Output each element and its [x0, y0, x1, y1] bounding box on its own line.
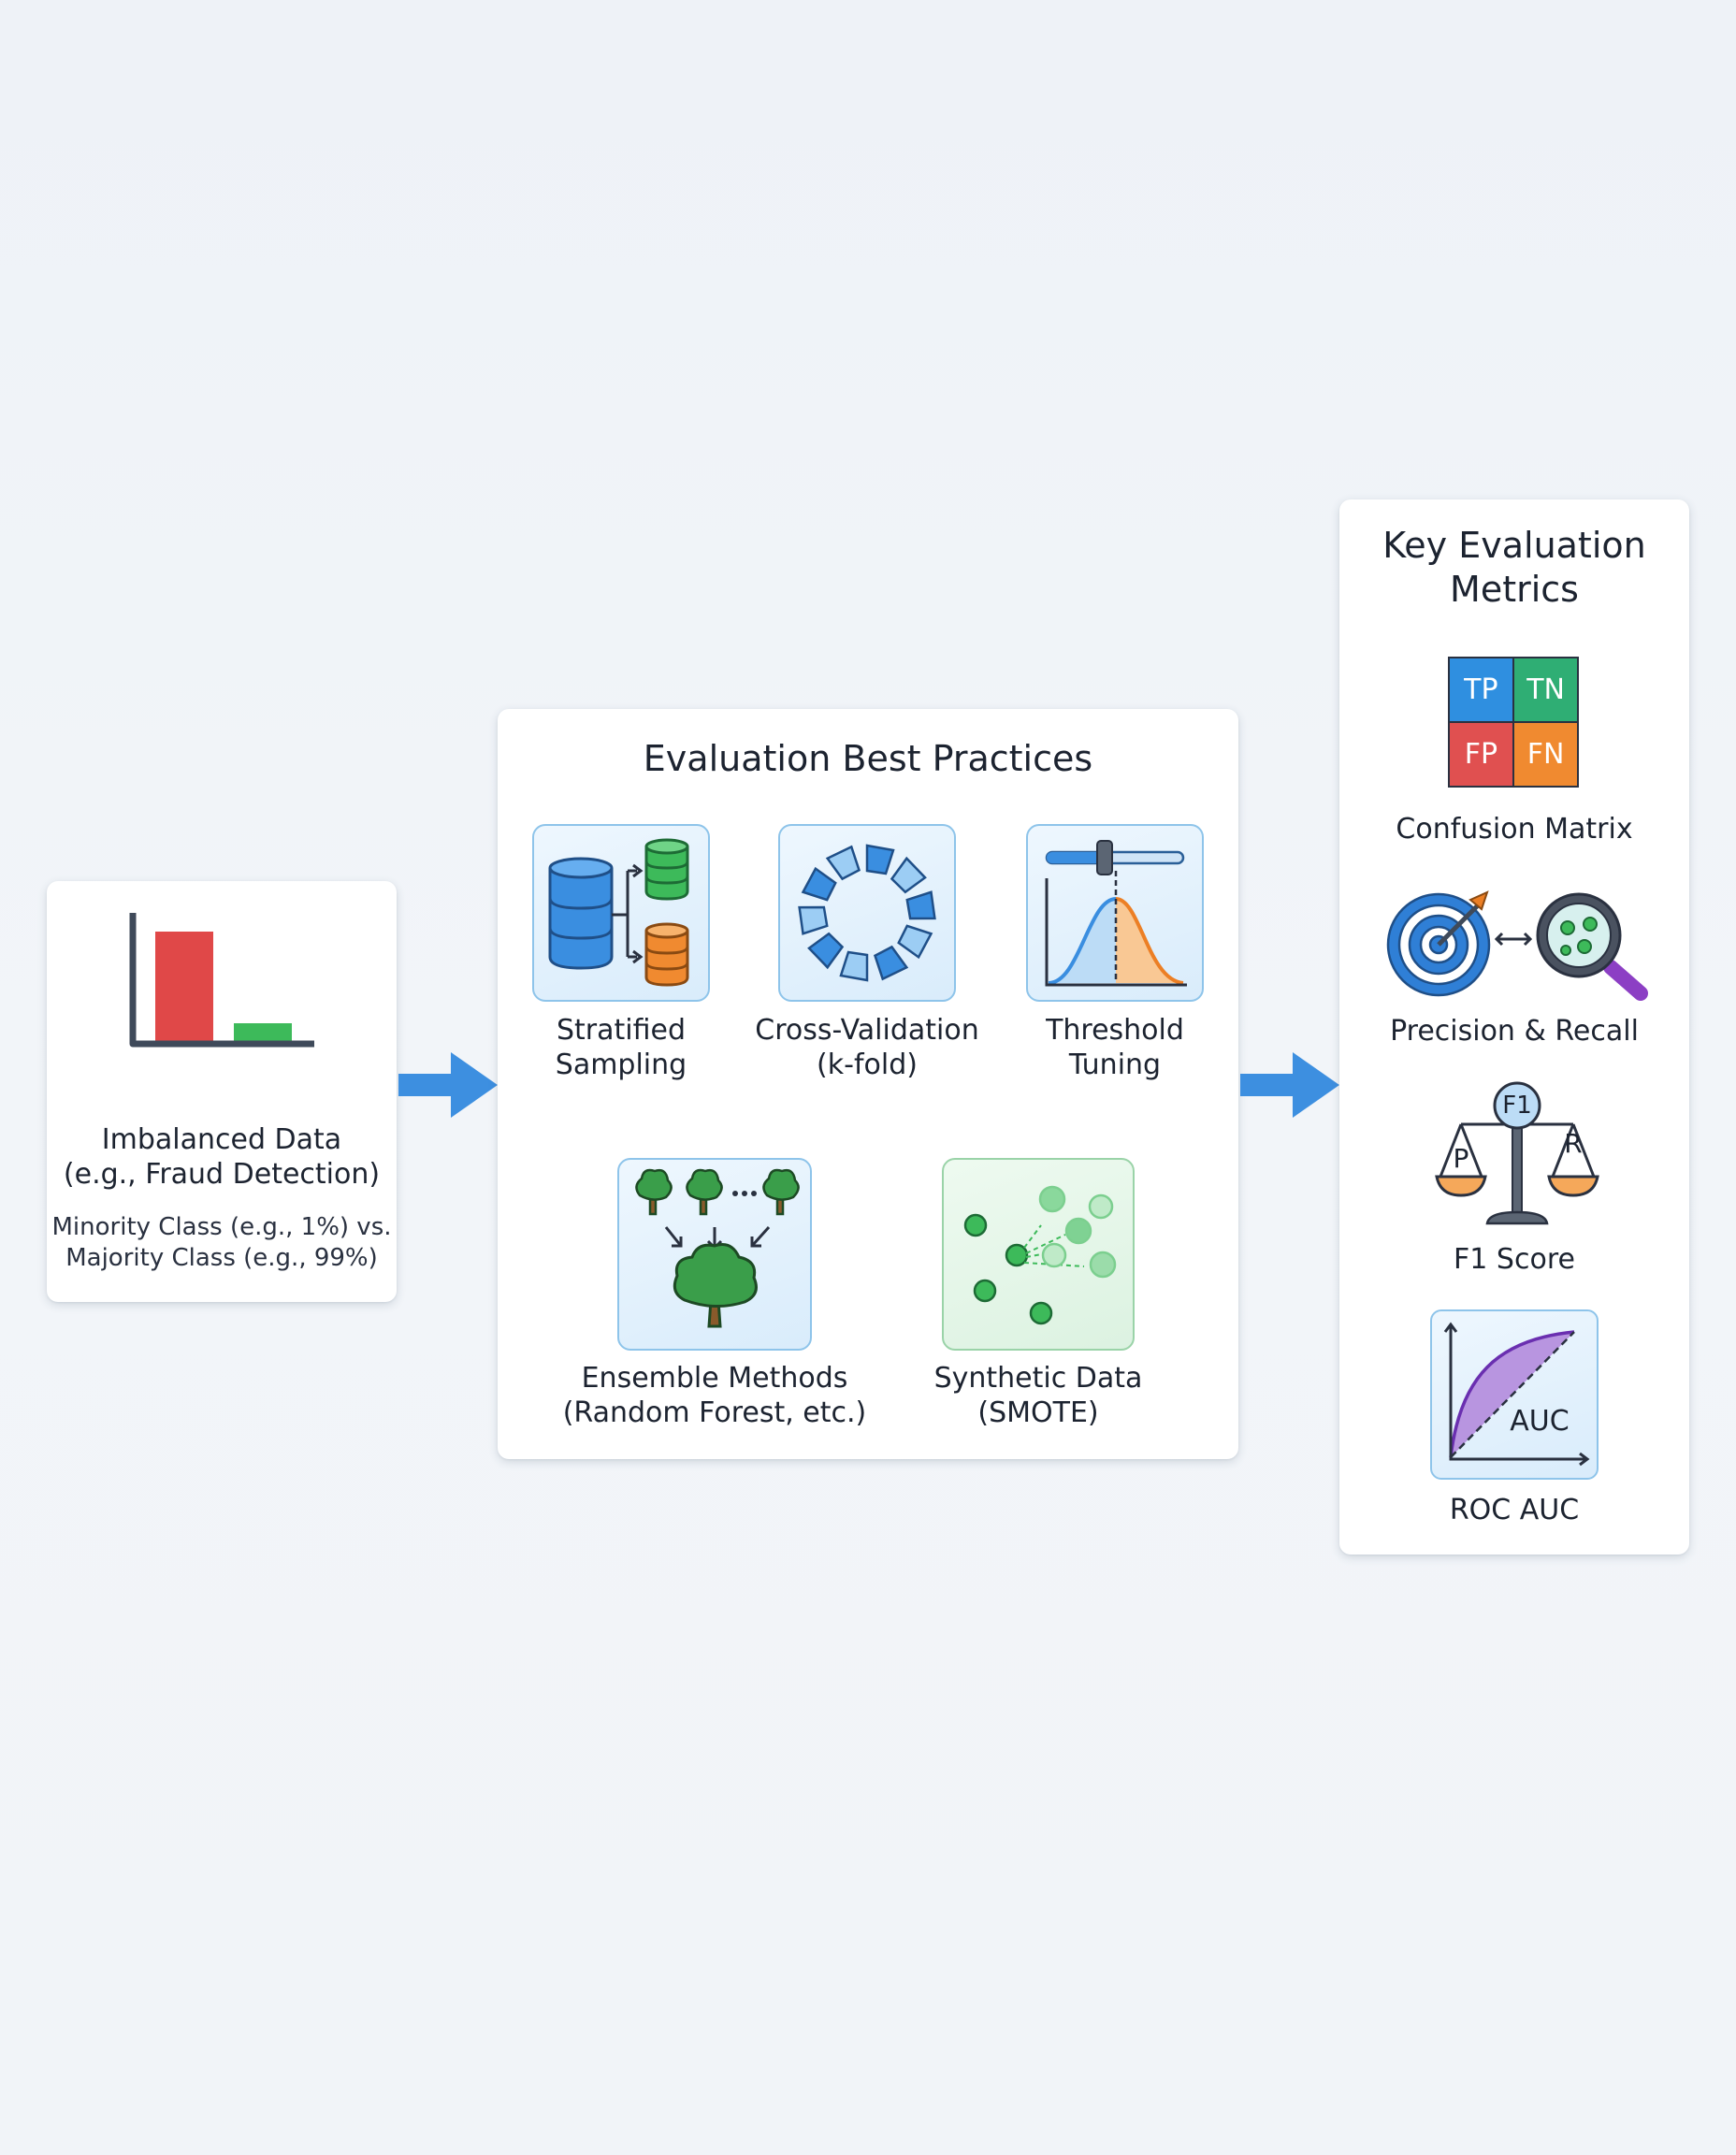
- roc-curve-icon: [1443, 1322, 1590, 1467]
- synthetic-line1: Synthetic Data: [933, 1362, 1143, 1395]
- threshold-line1: Threshold: [1046, 1014, 1184, 1047]
- chart-axes: [129, 913, 314, 1048]
- imbalanced-title-line2: (e.g., Fraud Detection): [63, 1158, 381, 1191]
- key-metrics-card: Key Evaluation Metrics TP TN FP FN Confu…: [1339, 499, 1689, 1555]
- key-metrics-title-line2: Metrics: [1450, 569, 1579, 610]
- double-arrow-icon: [1494, 932, 1533, 947]
- f1-badge: F1: [1502, 1092, 1532, 1120]
- smote-dots-icon: [963, 1185, 1117, 1325]
- best-practices-card: Evaluation Best Practices: [498, 709, 1238, 1459]
- fn-cell: FN: [1514, 723, 1577, 786]
- imbalanced-description: Minority Class (e.g., 1%) vs. Majority C…: [47, 1212, 397, 1274]
- magnifier-icon: [1536, 892, 1648, 1001]
- stratified-line2: Sampling: [555, 1049, 687, 1081]
- imbalanced-desc-line2: Majority Class (e.g., 99%): [65, 1244, 378, 1272]
- scale-icon: [1435, 1081, 1599, 1225]
- f1-right-r: R: [1564, 1128, 1583, 1159]
- synthetic-line2: (SMOTE): [977, 1396, 1099, 1429]
- threshold-tuning-tile: [1026, 824, 1204, 1002]
- tree-ensemble-icon: [635, 1168, 800, 1328]
- cross-validation-label: Cross-Validation (k-fold): [727, 1013, 1007, 1082]
- stratified-sampling-label: Stratified Sampling: [499, 1013, 743, 1082]
- synthetic-data-tile: [942, 1158, 1135, 1351]
- bar-chart-icon: [129, 913, 314, 1048]
- arrow-right-icon: [1240, 1052, 1339, 1118]
- threshold-curve-icon: [1045, 840, 1187, 987]
- ensemble-methods-tile: [617, 1158, 812, 1351]
- roc-auc-tile: AUC: [1430, 1309, 1599, 1480]
- target-icon: [1386, 890, 1491, 997]
- imbalanced-data-card: Imbalanced Data (e.g., Fraud Detection) …: [47, 881, 397, 1302]
- imbalanced-title: Imbalanced Data (e.g., Fraud Detection): [47, 1122, 397, 1192]
- imbalanced-desc-line1: Minority Class (e.g., 1%) vs.: [51, 1213, 392, 1241]
- f1-left-p: P: [1453, 1143, 1469, 1174]
- key-metrics-title-line1: Key Evaluation: [1382, 525, 1646, 566]
- cross-validation-line2: (k-fold): [817, 1049, 918, 1081]
- majority-bar: [155, 932, 213, 1041]
- f1-score-label: F1 Score: [1454, 1243, 1575, 1276]
- auc-label: AUC: [1510, 1405, 1570, 1438]
- stratified-sampling-tile: [532, 824, 710, 1002]
- synthetic-data-label: Synthetic Data (SMOTE): [889, 1361, 1188, 1430]
- key-metrics-title: Key Evaluation Metrics: [1339, 524, 1689, 612]
- confusion-matrix-grid: TP TN FP FN: [1448, 657, 1579, 788]
- precision-recall-label: Precision & Recall: [1390, 1015, 1639, 1048]
- database-split-icon: [548, 838, 689, 987]
- imbalanced-title-line1: Imbalanced Data: [101, 1123, 342, 1156]
- stratified-line1: Stratified: [556, 1014, 687, 1047]
- cycle-icon: [798, 844, 936, 982]
- ensemble-line1: Ensemble Methods: [581, 1362, 848, 1395]
- ensemble-line2: (Random Forest, etc.): [562, 1396, 867, 1429]
- cross-validation-line1: Cross-Validation: [755, 1014, 979, 1047]
- confusion-matrix-label: Confusion Matrix: [1396, 813, 1633, 846]
- fp-cell: FP: [1450, 723, 1512, 786]
- tp-cell: TP: [1450, 658, 1512, 721]
- cross-validation-tile: [778, 824, 956, 1002]
- best-practices-title: Evaluation Best Practices: [643, 738, 1093, 779]
- threshold-tuning-label: Threshold Tuning: [993, 1013, 1237, 1082]
- tn-cell: TN: [1514, 658, 1577, 721]
- threshold-line2: Tuning: [1068, 1049, 1162, 1081]
- roc-auc-label: ROC AUC: [1449, 1494, 1580, 1526]
- ensemble-methods-label: Ensemble Methods (Random Forest, etc.): [551, 1361, 878, 1430]
- minority-bar: [234, 1023, 292, 1041]
- arrow-right-icon: [398, 1052, 498, 1118]
